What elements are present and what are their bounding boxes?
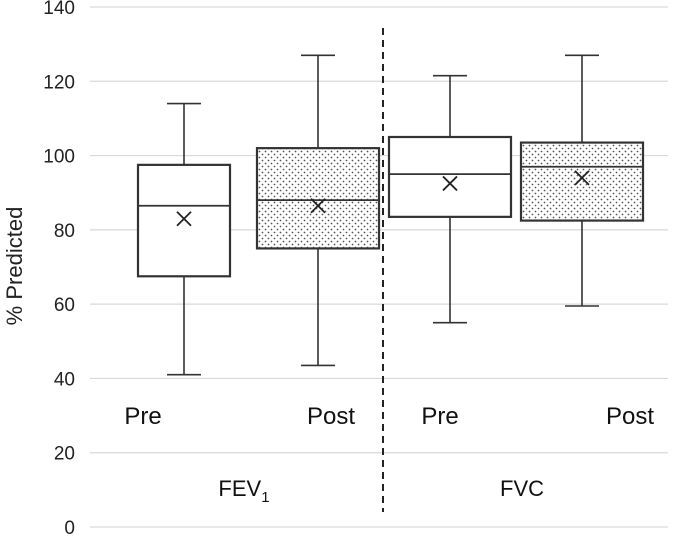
- y-tick-label: 120: [43, 72, 75, 93]
- group-label: FVC: [500, 476, 544, 501]
- category-label: Post: [606, 403, 654, 430]
- y-tick-label: 60: [54, 295, 75, 316]
- y-tick-label: 40: [54, 369, 75, 390]
- boxes: [136, 54, 645, 376]
- group-labels: FEV1 FVC: [218, 476, 544, 506]
- y-tick-label: 20: [54, 444, 75, 465]
- mean-marker: [442, 175, 458, 192]
- y-axis-title: % Predicted: [2, 207, 27, 326]
- box-fvc-pre: [387, 74, 513, 324]
- group-label: FEV1: [218, 476, 269, 506]
- category-label: Pre: [124, 403, 161, 430]
- box-body: [519, 141, 645, 222]
- category-label: Post: [307, 403, 355, 430]
- y-tick-label: 0: [64, 518, 75, 536]
- category-label: Pre: [421, 403, 458, 430]
- box-body: [387, 135, 513, 218]
- y-tick-label: 80: [54, 221, 75, 242]
- mean-marker: [310, 198, 326, 214]
- category-labels: Pre Post Pre Post: [124, 403, 654, 430]
- y-tick-label: 140: [43, 0, 75, 19]
- mean-marker: [176, 211, 192, 227]
- box-body: [136, 163, 232, 278]
- y-tick-label: 100: [43, 147, 75, 168]
- box-fev1-post: [255, 54, 381, 367]
- mean-marker: [574, 170, 590, 186]
- box-fvc-post: [519, 54, 645, 307]
- box-body: [255, 147, 381, 250]
- box-fev1-pre: [136, 102, 232, 376]
- y-tick-labels: 0 20 40 60 80 100 120 140: [43, 0, 75, 536]
